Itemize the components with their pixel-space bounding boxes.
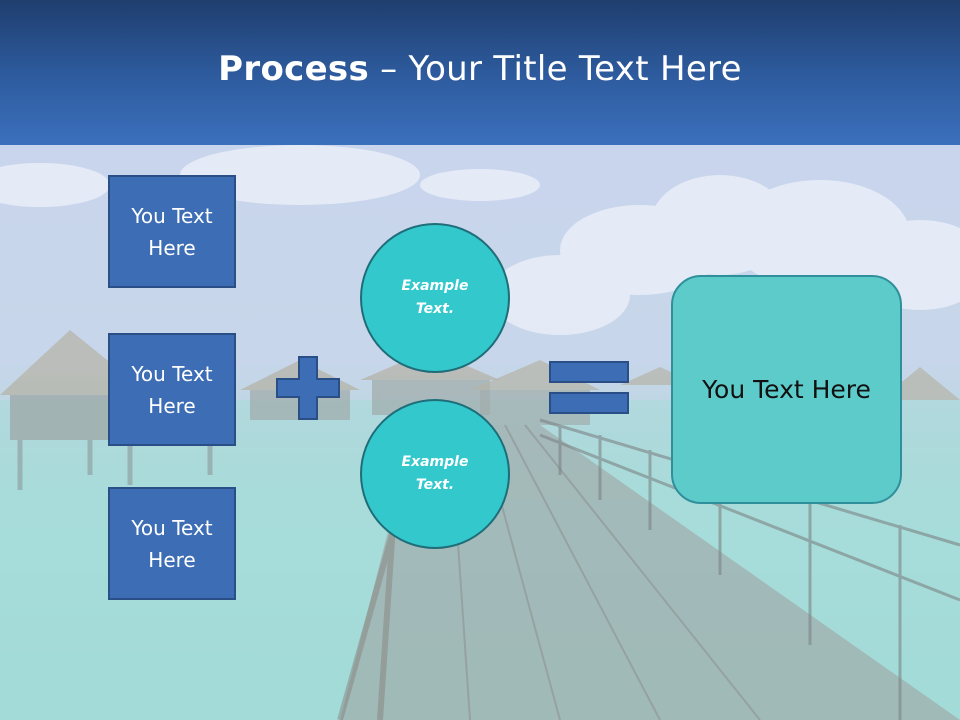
left-box-1[interactable]: You Text Here xyxy=(108,175,236,288)
left-box-3[interactable]: You Text Here xyxy=(108,487,236,600)
left-box-3-text: You Text Here xyxy=(131,512,212,576)
left-box-2-line2: Here xyxy=(148,393,196,418)
left-box-3-line2: Here xyxy=(148,547,196,572)
example-circle-1-line2: Text. xyxy=(415,301,455,317)
example-circle-2-line2: Text. xyxy=(415,477,455,493)
equals-icon xyxy=(549,361,629,414)
title-rest: – Your Title Text Here xyxy=(369,48,742,89)
example-circle-2-text: Example Text. xyxy=(402,451,469,497)
left-box-2-line1: You Text xyxy=(131,361,213,386)
example-circle-1-line1: Example xyxy=(401,278,469,294)
left-box-2-text: You Text Here xyxy=(131,358,212,422)
example-circle-1[interactable]: Example Text. xyxy=(360,223,510,373)
result-text: You Text Here xyxy=(702,375,871,404)
left-box-1-text: You Text Here xyxy=(131,200,212,264)
left-box-1-line2: Here xyxy=(148,235,196,260)
result-box[interactable]: You Text Here xyxy=(671,275,902,504)
left-box-1-line1: You Text xyxy=(131,203,213,228)
title-bold: Process xyxy=(218,48,370,89)
example-circle-1-text: Example Text. xyxy=(402,275,469,321)
left-box-2[interactable]: You Text Here xyxy=(108,333,236,446)
slide-title: Process – Your Title Text Here xyxy=(218,49,742,89)
example-circle-2-line1: Example xyxy=(401,454,469,470)
plus-icon xyxy=(276,356,340,420)
left-box-3-line1: You Text xyxy=(131,515,213,540)
example-circle-2[interactable]: Example Text. xyxy=(360,399,510,549)
title-band: Process – Your Title Text Here xyxy=(0,0,960,145)
